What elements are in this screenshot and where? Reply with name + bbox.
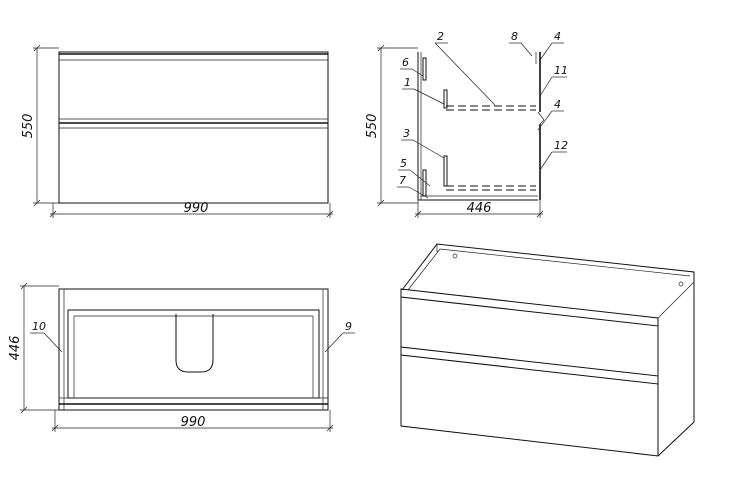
iso-top-inner-edge bbox=[407, 248, 691, 291]
top-depth-tick-bottom bbox=[20, 406, 28, 414]
callout-9: 9 bbox=[345, 320, 352, 333]
side-depth-label: 446 bbox=[467, 201, 492, 216]
callout-10: 10 bbox=[32, 320, 46, 333]
front-width-label: 990 bbox=[184, 201, 209, 216]
top-width-tick-right bbox=[326, 424, 334, 432]
callout-3-leader bbox=[412, 139, 445, 159]
iso-upper-drawer-front bbox=[400, 297, 659, 377]
top-depth-tick-top bbox=[20, 282, 28, 290]
front-height-label: 550 bbox=[21, 114, 36, 139]
callout-4a-leader bbox=[539, 42, 553, 61]
front-view-body bbox=[58, 51, 329, 204]
iso-front-top-corner bbox=[657, 281, 695, 319]
side-height-label: 550 bbox=[365, 114, 380, 139]
side-top-bracket bbox=[422, 57, 427, 81]
iso-right-side bbox=[657, 272, 695, 457]
callout-5: 5 bbox=[400, 157, 407, 170]
callout-4b: 4 bbox=[554, 98, 561, 111]
iso-top-front-rail bbox=[400, 288, 659, 327]
side-depth-tick-right bbox=[536, 210, 544, 218]
side-upper-runner bbox=[443, 89, 448, 109]
callout-4a: 4 bbox=[554, 30, 561, 43]
side-view: 550 446 2 6 1 3 5 7 8 4 1 bbox=[365, 30, 568, 218]
iso-top-back-edge bbox=[401, 243, 695, 291]
side-depth-tick-left bbox=[414, 210, 422, 218]
top-depth-label: 446 bbox=[8, 336, 23, 361]
side-handle-profile-2 bbox=[539, 119, 545, 125]
top-view: 446 990 10 9 bbox=[8, 282, 355, 432]
isometric-view bbox=[400, 243, 695, 457]
callout-11-leader bbox=[539, 76, 553, 97]
iso-drawer-handle-profile bbox=[400, 347, 659, 385]
callout-8-leader bbox=[520, 42, 533, 57]
callout-3: 3 bbox=[403, 127, 410, 140]
callout-8: 8 bbox=[511, 30, 518, 43]
front-height-tick-top bbox=[33, 44, 41, 52]
side-height-tick-top bbox=[377, 44, 385, 52]
front-width-tick-right bbox=[326, 210, 334, 218]
front-height-tick-bottom bbox=[33, 199, 41, 207]
callout-5-leader bbox=[409, 169, 431, 187]
callout-4b-leader bbox=[537, 110, 553, 131]
callout-6-leader bbox=[411, 68, 424, 77]
callout-7-leader bbox=[408, 186, 429, 199]
callout-2: 2 bbox=[437, 30, 444, 43]
callout-9-leader bbox=[324, 332, 344, 353]
callout-6: 6 bbox=[402, 56, 409, 69]
side-foot-bracket bbox=[422, 169, 427, 197]
callout-10-leader bbox=[43, 332, 63, 353]
callout-12: 12 bbox=[554, 139, 568, 152]
side-lower-runner bbox=[443, 155, 448, 187]
iso-mount-hole-left bbox=[452, 253, 458, 259]
top-view-body bbox=[58, 288, 329, 411]
top-width-label: 990 bbox=[181, 415, 206, 430]
callout-11: 11 bbox=[554, 64, 568, 77]
top-siphon-cutout bbox=[175, 314, 214, 373]
callout-1: 1 bbox=[404, 76, 411, 89]
iso-lower-drawer-front bbox=[400, 355, 659, 457]
callout-12-leader bbox=[539, 151, 553, 171]
side-handle-profile bbox=[537, 111, 545, 121]
callout-2-leader bbox=[434, 42, 496, 106]
side-height-tick-bottom bbox=[377, 199, 385, 207]
top-width-tick-left bbox=[51, 424, 59, 432]
top-drawer-box bbox=[67, 309, 320, 399]
iso-mount-hole-right bbox=[678, 281, 684, 287]
callout-1-leader bbox=[413, 88, 445, 105]
front-width-tick-left bbox=[49, 210, 57, 218]
callout-7: 7 bbox=[399, 174, 406, 187]
front-view: 550 990 bbox=[21, 44, 334, 218]
